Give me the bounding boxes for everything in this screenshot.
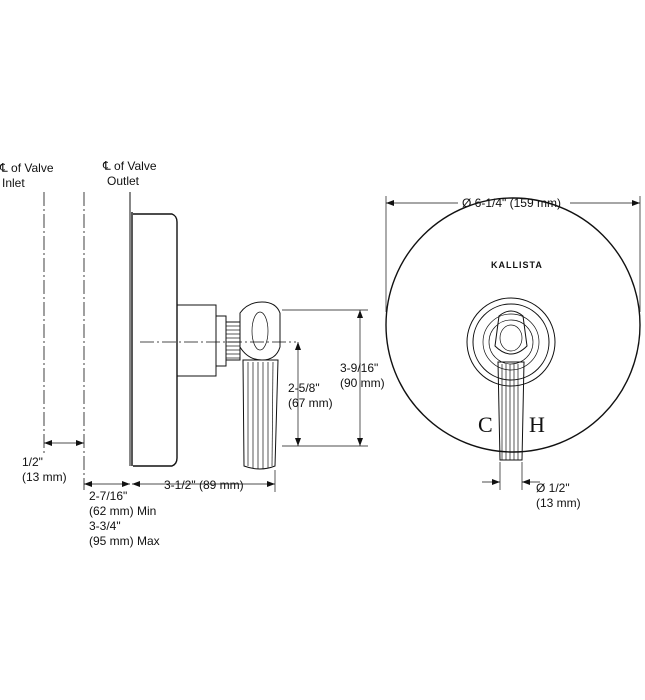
valve-inlet-label-line2: Inlet [2, 176, 25, 190]
handle-drop-metric: (67 mm) [288, 396, 333, 410]
escutcheon-plate [385, 197, 641, 453]
front-view [385, 196, 641, 490]
projection-label: 3-1/2" (89 mm) [164, 478, 244, 492]
hub-inner-ring [482, 313, 540, 371]
hub-core-ring [488, 319, 534, 365]
side-view [43, 192, 368, 492]
lever-diameter-metric: (13 mm) [536, 496, 581, 510]
front-lever-handle [497, 361, 525, 461]
lever-handle [242, 359, 279, 470]
depth-max-imperial: 3-3/4" [89, 519, 121, 533]
handle-total-metric: (90 mm) [340, 376, 385, 390]
front-lever-flutes [501, 364, 519, 460]
hub-body [177, 304, 217, 377]
front-lever-cap [499, 324, 523, 352]
brand-logo: KALLISTA [491, 260, 543, 270]
handle-drop-imperial: 2-5/8" [288, 381, 320, 395]
labels: ℄ of Valve Inlet ℄ of Valve Outlet 1/2" … [0, 159, 581, 548]
valve-outlet-label-line2: Outlet [107, 174, 140, 188]
handle-total-imperial: 3-9/16" [340, 361, 378, 375]
half-inch-metric: (13 mm) [22, 470, 67, 484]
hub-middle-ring [472, 303, 550, 381]
plate-diameter-label: Ø 6-1/4" (159 mm) [462, 196, 561, 210]
hot-marking: H [529, 412, 545, 437]
hub-outer-ring [466, 297, 556, 387]
depth-max-metric: (95 mm) Max [89, 534, 160, 548]
valve-inlet-label-line1: ℄ of Valve [0, 161, 54, 175]
valve-outlet-label-line1: ℄ of Valve [102, 159, 157, 173]
lever-head [239, 301, 281, 361]
half-inch-imperial: 1/2" [22, 455, 43, 469]
escutcheon-profile [133, 213, 178, 467]
lever-flutes [247, 361, 274, 469]
hub-collar [216, 315, 227, 367]
lever-head-bevel [251, 311, 269, 351]
depth-min-imperial: 2-7/16" [89, 489, 127, 503]
depth-min-metric: (62 mm) Min [89, 504, 156, 518]
cold-marking: C [478, 412, 493, 437]
lever-diameter-imperial: Ø 1/2" [536, 481, 570, 495]
front-lever-head [494, 310, 528, 355]
knurl-texture [226, 325, 240, 359]
